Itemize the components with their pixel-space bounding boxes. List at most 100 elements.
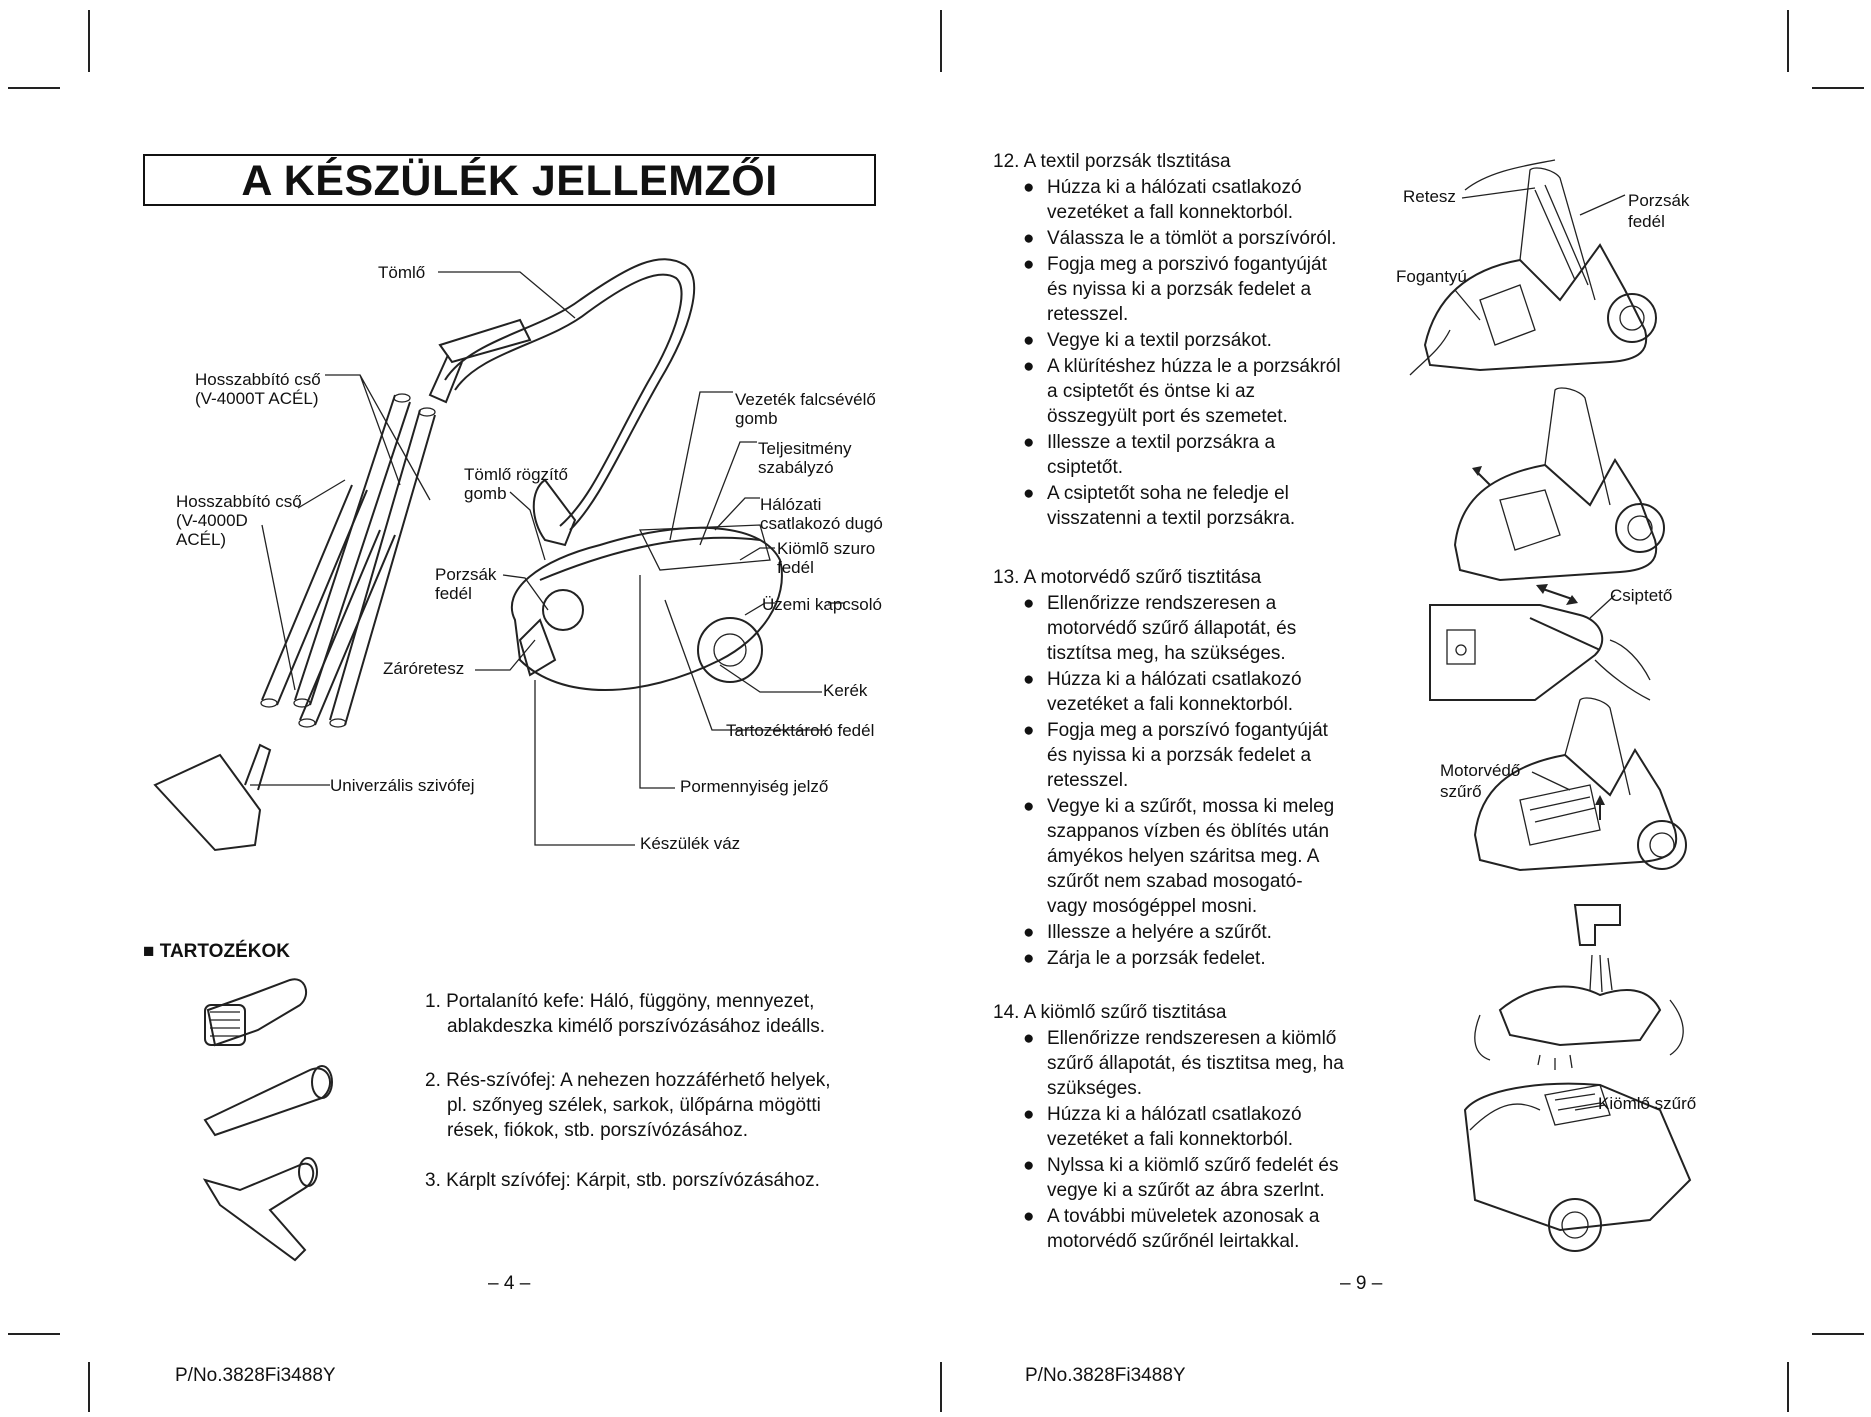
label-tartozektarolo: Tartozéktároló fedél (726, 721, 875, 740)
bullet-dot: ● (1023, 228, 1035, 249)
crop-mark (1812, 1333, 1864, 1335)
bullet-dot: ● (1023, 1155, 1035, 1176)
instruction-line: motorvédő szűrőnél leirtakkal. (1047, 1231, 1300, 1252)
instruction-line: Válassza le a tömlöt a porszívóról. (1047, 228, 1337, 249)
instruction-line: Ellenőrizze rendszeresen a (1047, 593, 1277, 614)
crop-mark (940, 1362, 942, 1412)
instruction-item: ● Válassza le a tömlöt a porszívóról. (1023, 226, 1337, 251)
instruction-line: Húzza ki a hálózati csatlakozó (1047, 177, 1302, 198)
label-keszulek-vaz: Készülék váz (640, 834, 741, 853)
section-heading: 12. A textil porzsák tlsztitása (993, 151, 1231, 172)
crop-mark (8, 87, 60, 89)
label-tomlo: Tömlő (378, 263, 426, 282)
instruction-line: Vegye ki a szűrőt, mossa ki meleg (1047, 796, 1335, 817)
instruction-line: Nylssa ki a kiömlő szűrő fedelét és (1047, 1155, 1339, 1176)
bullet-dot: ● (1023, 1104, 1035, 1125)
label-univerzalis: Univerzális szivófej (330, 776, 475, 795)
instruction-line: összegyült port és szemetet. (1047, 406, 1288, 427)
section-heading: 13. A motorvédő szűrő tisztitása (993, 567, 1262, 588)
accessory-1-line2: ablakdeszka kimélő porszívózásához ideál… (447, 1016, 826, 1037)
label-hosszabbito-2c: ACÉL) (176, 530, 227, 549)
instruction-item: ● A csiptetőt soha ne feledje el visszaten… (1023, 481, 1296, 531)
instruction-line: a csiptetőt és öntse ki az (1047, 381, 1256, 402)
label-kiomlo-b: fedél (777, 558, 814, 577)
accessories-heading-text: TARTOZÉKOK (159, 941, 290, 962)
instruction-line: vezetéket a fall konnektorból. (1047, 202, 1294, 223)
part-number-left: P/No.3828Fi3488Y (175, 1365, 336, 1386)
bullet-dot: ● (1023, 948, 1035, 969)
page-number-left: – 4 – (488, 1273, 531, 1294)
instruction-line: és nyissa ki a porzsák fedelet a (1047, 279, 1312, 300)
instruction-line: vezetéket a fali konnektorból. (1047, 694, 1294, 715)
crop-mark (1812, 87, 1864, 89)
crop-mark (8, 1333, 60, 1335)
instruction-line: Illessze a helyére a szűrőt. (1047, 922, 1272, 943)
instruction-line: Fogja meg a porszivó fogantyúját (1047, 254, 1327, 275)
instruction-line: retesszel. (1047, 770, 1129, 791)
figure-label-fogantyu: Fogantyú (1396, 267, 1467, 286)
figure-label-porzsak-b: fedél (1628, 212, 1665, 231)
section-heading: 14. A kiömlő szűrő tisztitása (993, 1002, 1227, 1023)
instruction-line: szűrőt nem szabad mosogató- (1047, 871, 1303, 892)
figure-label-motorvedo-b: szűrő (1440, 782, 1482, 801)
label-uzemi: Üzemi kapcsoló (762, 595, 882, 614)
instruction-line: A csiptetőt soha ne feledje el (1047, 483, 1289, 504)
bullet-dot: ● (1023, 593, 1035, 614)
instruction-line: Fogja meg a porszívó fogantyúját (1047, 720, 1328, 741)
label-kiomlo-a: Kiömlõ szuro (777, 539, 876, 558)
instruction-line: motorvédő szűrő állapotát, és (1047, 618, 1297, 639)
instruction-item: ●Vegye ki a textil porzsákot. (1023, 328, 1272, 353)
instruction-line: retesszel. (1047, 304, 1129, 325)
instruction-line: Húzza ki a hálózatl csatlakozó (1047, 1104, 1302, 1125)
accessory-1-line1: 1. Portalanító kefe: Háló, függöny, menn… (425, 991, 815, 1012)
bullet-dot: ● (1023, 1206, 1035, 1227)
label-vezetek-a: Vezeték falcsévélő (735, 390, 876, 409)
instruction-line: Ellenőrizze rendszeresen a kiömlő (1047, 1028, 1337, 1049)
instruction-item: ● Húzza ki a hálózati csatlakozó vezetéket… (1023, 667, 1302, 717)
label-porzsak-a: Porzsák (435, 565, 497, 584)
page-number-right: – 9 – (1340, 1273, 1383, 1294)
accessory-2-line3: rések, fiókok, stb. porszívózásához. (447, 1120, 748, 1141)
label-porzsak-b: fedél (435, 584, 472, 603)
page-title: A KÉSZÜLÉK JELLEMZŐI (143, 154, 876, 206)
crop-mark (1787, 10, 1789, 72)
instruction-item: ● Vegye ki a szűrőt, mossa ki meleg szappa… (1023, 794, 1335, 919)
label-halozati-b: csatlakozó dugó (760, 514, 883, 533)
instruction-item: ●Illessze a helyére a szűrőt. (1023, 920, 1272, 945)
instruction-item: ● Ellenőrizze rendszeresen a motorvédő szű… (1023, 591, 1297, 666)
label-kerek: Kerék (823, 681, 868, 700)
label-hosszabbito-2b: (V-4000D (176, 511, 248, 530)
instruction-line: Húzza ki a hálózati csatlakozó (1047, 669, 1302, 690)
bullet-dot: ● (1023, 669, 1035, 690)
instruction-line: ámyékos helyen száritsa meg. A (1047, 846, 1320, 867)
instruction-line: csiptetőt. (1047, 457, 1124, 478)
figure-label-kiomlo-szuro: Kiömlő szűrő (1598, 1094, 1697, 1113)
instruction-line: tisztítsa meg, ha szükséges. (1047, 643, 1286, 664)
bullet-dot: ● (1023, 1028, 1035, 1049)
instruction-item: ● Zárja le a porzsák fedelet. (1023, 946, 1266, 971)
instruction-line: vegye ki a szűrőt az ábra szerlnt. (1047, 1180, 1325, 1201)
crop-mark (1787, 1362, 1789, 1412)
part-number-right: P/No.3828Fi3488Y (1025, 1365, 1186, 1386)
instruction-line: vagy mosógéppel mosni. (1047, 896, 1258, 917)
label-halozati-a: Hálózati (760, 495, 822, 514)
bullet-dot: ● (1023, 796, 1035, 817)
square-bullet: ■ (143, 941, 155, 962)
instruction-line: visszatenni a textil porzsákra. (1047, 508, 1296, 529)
instruction-line: szappanos vízben és öblítés után (1047, 821, 1330, 842)
figure-label-porzsak-a: Porzsák (1628, 191, 1690, 210)
bullet-dot: ● (1023, 483, 1035, 504)
instruction-line: Illessze a textil porzsákra a (1047, 432, 1276, 453)
label-hosszabbito-1a: Hosszabbító cső (195, 370, 321, 389)
instruction-line: Zárja le a porzsák fedelet. (1047, 948, 1266, 969)
bullet-dot: ● (1023, 177, 1035, 198)
label-hosszabbito-1b: (V-4000T ACÉL) (195, 389, 319, 408)
crop-mark (940, 10, 942, 72)
